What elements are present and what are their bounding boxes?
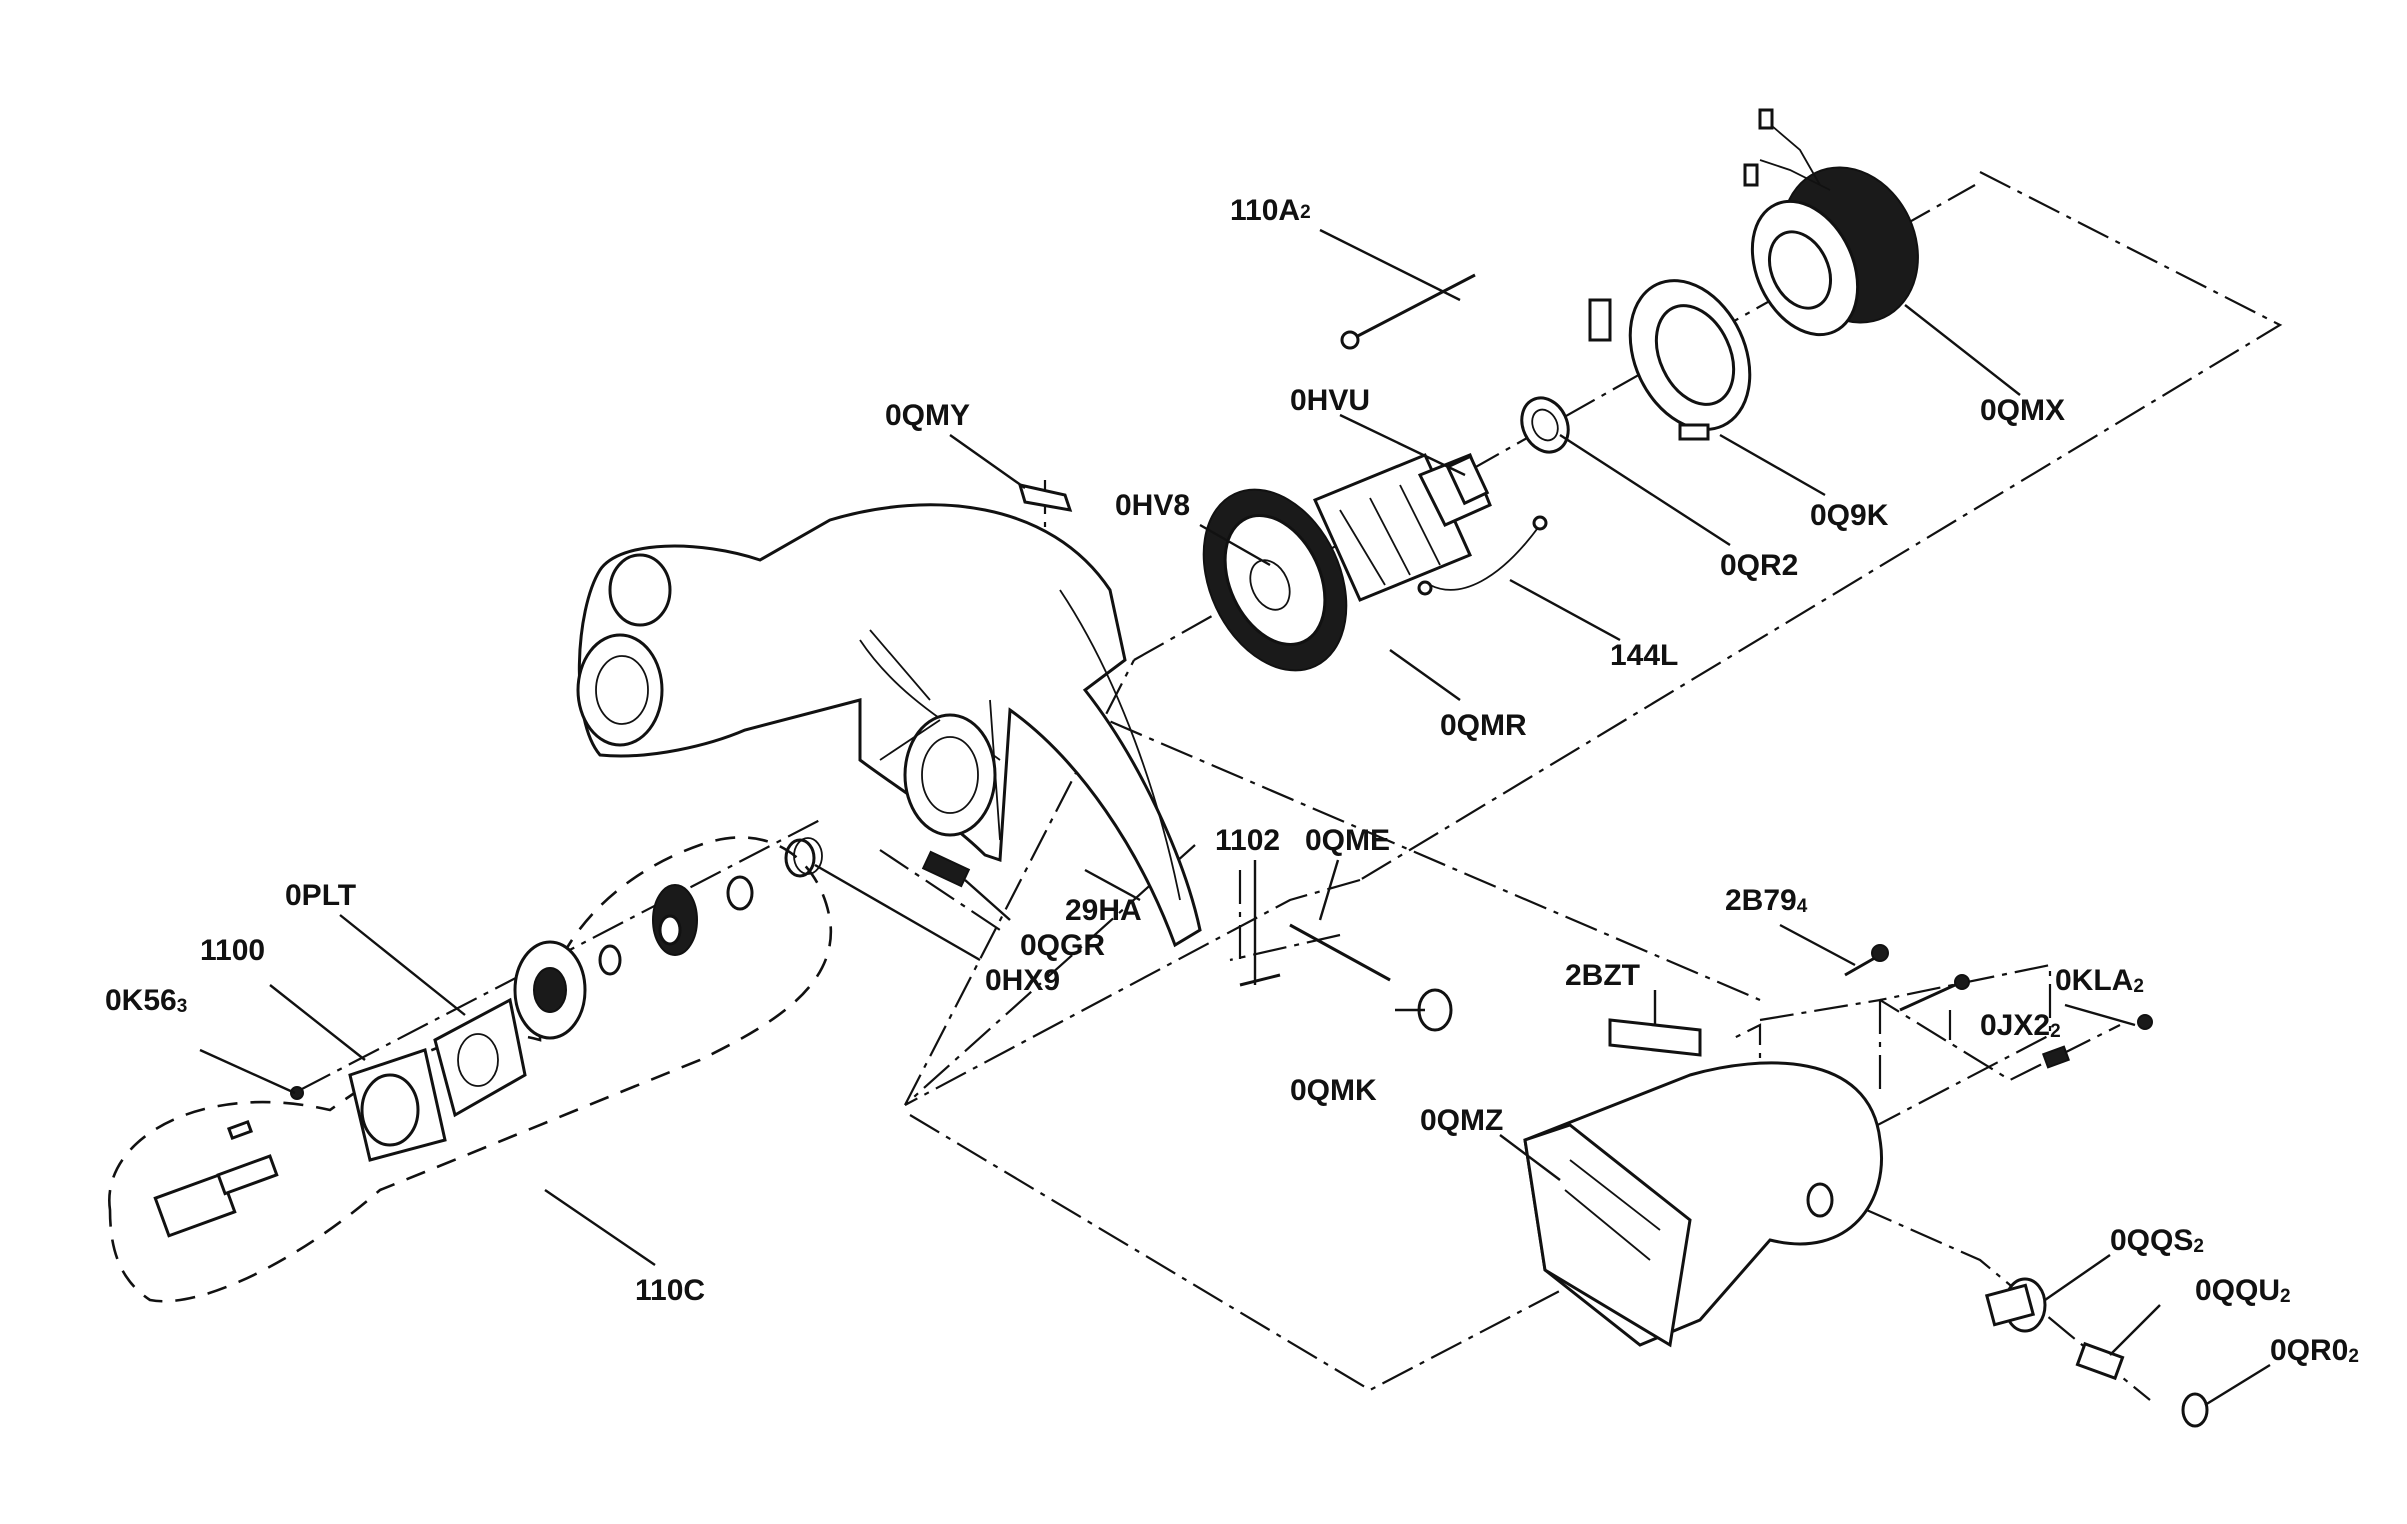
label-0qme: 0QME xyxy=(1305,824,1390,857)
svg-text:0HX9: 0HX9 xyxy=(985,964,1060,997)
label-0qmx: 0QMX xyxy=(1980,394,2065,427)
svg-text:0QMZ: 0QMZ xyxy=(1420,1104,1503,1137)
stator-field-part[interactable] xyxy=(1732,108,1943,352)
screw-0kla2-part[interactable] xyxy=(1899,974,1970,1012)
retaining-ring-part[interactable] xyxy=(598,875,754,976)
label-144l: 144L xyxy=(1610,639,1678,672)
gasket-0plt-part[interactable] xyxy=(433,997,527,1118)
shaft-0qme-part[interactable] xyxy=(1289,923,1391,982)
label-0qmr: 0QMR xyxy=(1440,709,1527,742)
gear-subassembly-outline xyxy=(108,836,833,1303)
svg-text:0QQU2: 0QQU2 xyxy=(2195,1274,2291,1307)
svg-text:0HVU: 0HVU xyxy=(1290,384,1370,417)
label-1102: 1102 xyxy=(1215,824,1280,857)
label-2b794: 2B794 xyxy=(1725,884,1808,917)
label-0q9k: 0Q9K xyxy=(1810,499,1889,532)
label-0kla2: 0KLA2 xyxy=(2055,964,2144,997)
nut-0jx22-part[interactable] xyxy=(2041,1014,2153,1069)
svg-text:0QR02: 0QR02 xyxy=(2270,1334,2359,1367)
svg-text:1100: 1100 xyxy=(200,934,265,967)
screw-0k563-part[interactable] xyxy=(290,1086,304,1100)
label-0k563: 0K563 xyxy=(105,984,187,1017)
label-0hvu: 0HVU xyxy=(1290,384,1370,417)
spindle-part[interactable] xyxy=(153,1119,279,1238)
label-1100: 1100 xyxy=(200,934,265,967)
bearing-6201-part[interactable] xyxy=(513,940,587,1040)
svg-text:144L: 144L xyxy=(1610,639,1678,672)
label-0qqu2: 0QQU2 xyxy=(2195,1274,2291,1307)
bearing-retainer-1100-part[interactable] xyxy=(348,1048,447,1162)
svg-text:0QMY: 0QMY xyxy=(885,399,970,432)
label-0hx9: 0HX9 xyxy=(985,964,1060,997)
label-0qgr: 0QGR xyxy=(1020,929,1105,962)
label-0qqs2: 0QQS2 xyxy=(2110,1224,2204,1257)
label-110a2: 110A2 xyxy=(1230,194,1311,227)
key-0qmy-part[interactable] xyxy=(1017,482,1073,512)
svg-text:0QMX: 0QMX xyxy=(1980,394,2065,427)
svg-text:0K563: 0K563 xyxy=(105,984,187,1017)
nameplate-2bzt-part[interactable] xyxy=(1608,1018,1702,1057)
brush-lead-144l-part[interactable] xyxy=(1417,515,1548,596)
svg-text:0Q9K: 0Q9K xyxy=(1810,499,1889,532)
svg-text:2B794: 2B794 xyxy=(1725,884,1808,917)
label-2bzt: 2BZT xyxy=(1565,959,1640,992)
label-0qr2: 0QR2 xyxy=(1720,549,1798,582)
label-29ha: 29HA xyxy=(1065,894,1142,927)
label-0qmz: 0QMZ xyxy=(1420,1104,1503,1137)
label-0qr02: 0QR02 xyxy=(2270,1334,2359,1367)
switch-0qqs2-part[interactable] xyxy=(1984,1277,2047,1333)
leader-lines xyxy=(199,228,2271,1407)
svg-text:0QME: 0QME xyxy=(1305,824,1390,857)
bearing-0qr2-part[interactable] xyxy=(1513,390,1577,459)
pin-1102-part[interactable] xyxy=(1239,973,1281,987)
svg-text:110A2: 110A2 xyxy=(1230,194,1311,227)
label-0jx22: 0JX22 xyxy=(1980,1009,2061,1042)
gear-case-housing-part[interactable] xyxy=(576,503,1202,948)
svg-text:29HA: 29HA xyxy=(1065,894,1142,927)
svg-text:0QMK: 0QMK xyxy=(1290,1074,1377,1107)
lock-button-0qqu2-part[interactable] xyxy=(2075,1341,2125,1381)
spring-0qgr-part[interactable] xyxy=(921,850,971,888)
assembly-axis-lines xyxy=(299,171,2283,1401)
ring-0qr02-part[interactable] xyxy=(2181,1392,2209,1428)
svg-text:0QMR: 0QMR xyxy=(1440,709,1527,742)
svg-text:0KLA2: 0KLA2 xyxy=(2055,964,2144,997)
svg-text:2BZT: 2BZT xyxy=(1565,959,1640,992)
svg-text:110C: 110C xyxy=(635,1274,705,1307)
svg-text:0PLT: 0PLT xyxy=(285,879,356,912)
spindle-gear-part[interactable] xyxy=(652,884,698,956)
armature-part[interactable] xyxy=(1176,453,1492,694)
bearing-0hx9-part[interactable] xyxy=(784,837,823,878)
svg-text:0QR2: 0QR2 xyxy=(1720,549,1798,582)
svg-text:0QGR: 0QGR xyxy=(1020,929,1105,962)
baffle-part[interactable] xyxy=(1588,261,1773,449)
svg-text:0HV8: 0HV8 xyxy=(1115,489,1190,522)
svg-text:0QQS2: 0QQS2 xyxy=(2110,1224,2204,1257)
label-0plt: 0PLT xyxy=(285,879,356,912)
label-0qmk: 0QMK xyxy=(1290,1074,1377,1107)
screw-110a2-part[interactable] xyxy=(1340,273,1476,350)
screw-2b794-part[interactable] xyxy=(1844,944,1889,977)
svg-text:1102: 1102 xyxy=(1215,824,1280,857)
svg-text:0JX22: 0JX22 xyxy=(1980,1009,2061,1042)
label-0qmy: 0QMY xyxy=(885,399,970,432)
label-110c: 110C xyxy=(635,1274,705,1307)
handle-housing-part[interactable] xyxy=(1523,1061,1883,1348)
label-0hv8: 0HV8 xyxy=(1115,489,1190,522)
